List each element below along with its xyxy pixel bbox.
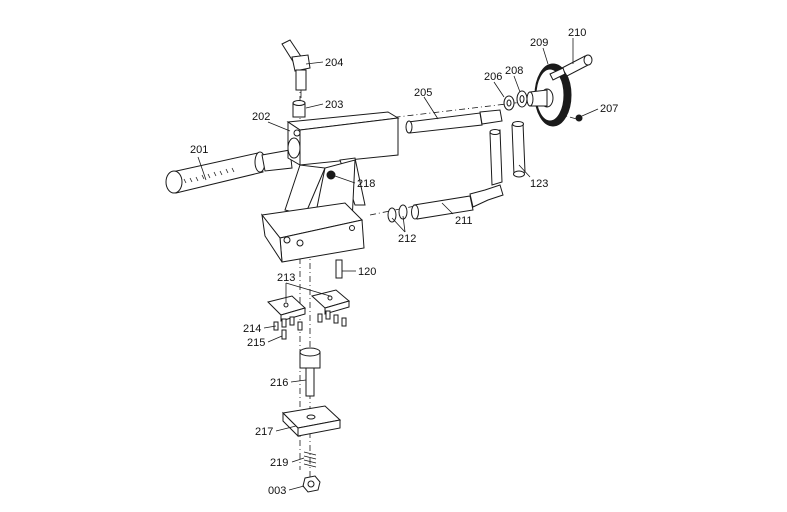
part-labels: 201 202 203 204 205 206 207 208 209 210 … — [190, 27, 618, 497]
part-213-clamp-plates — [267, 289, 351, 322]
label-205: 205 — [414, 87, 432, 99]
label-202: 202 — [252, 111, 270, 123]
label-209: 209 — [530, 37, 548, 49]
label-217: 217 — [255, 426, 273, 438]
part-205-lead-screw — [405, 109, 503, 134]
label-207: 207 — [600, 103, 618, 115]
label-213: 213 — [277, 272, 295, 284]
part-207-grub-screw — [575, 114, 583, 122]
part-206-washer — [503, 95, 515, 111]
label-219: 219 — [270, 457, 288, 469]
label-214: 214 — [243, 323, 261, 335]
part-212-rings — [387, 204, 408, 223]
label-210: 210 — [568, 27, 586, 39]
label-123: 123 — [530, 178, 548, 190]
label-206: 206 — [484, 71, 502, 83]
part-208-washer — [516, 90, 528, 108]
label-204: 204 — [325, 57, 343, 69]
part-219-spring — [303, 451, 317, 468]
part-210-handle — [549, 54, 593, 81]
part-003-nut — [302, 475, 321, 493]
part-203-bushing — [292, 100, 306, 118]
part-120-pin — [335, 259, 343, 279]
label-216: 216 — [270, 377, 288, 389]
part-216-stud — [299, 347, 321, 397]
part-204-clamp-lever — [281, 39, 311, 98]
part-123-tubes — [489, 121, 526, 186]
label-208: 208 — [505, 65, 523, 77]
label-201: 201 — [190, 144, 208, 156]
label-120: 120 — [358, 266, 376, 278]
label-212: 212 — [398, 233, 416, 245]
part-201-scale-sleeve — [165, 149, 293, 194]
label-211: 211 — [455, 215, 473, 227]
part-218-set-screw — [326, 170, 336, 180]
part-202-main-body — [261, 111, 400, 263]
label-003: 003 — [268, 485, 286, 497]
label-218: 218 — [357, 178, 375, 190]
label-215: 215 — [247, 337, 265, 349]
part-209-handwheel — [526, 63, 572, 127]
part-217-plate — [281, 405, 342, 438]
label-203: 203 — [325, 99, 343, 111]
part-211-spindle — [411, 184, 504, 220]
leader-lines — [197, 38, 599, 491]
